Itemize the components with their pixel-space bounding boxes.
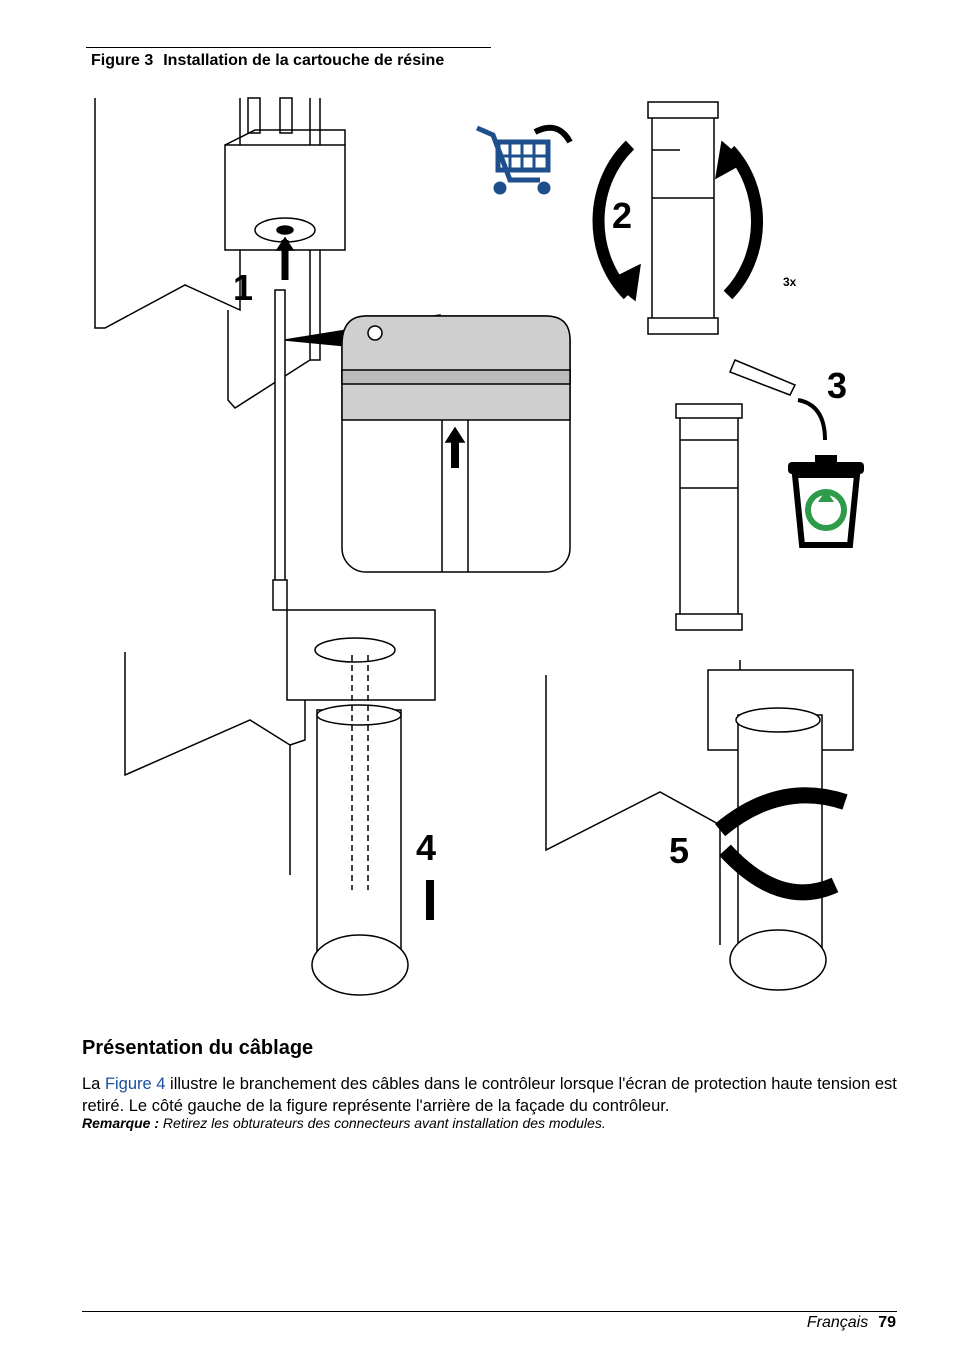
paragraph-text-end: illustre le branchement des câbles dans …	[82, 1075, 897, 1115]
step5-drawing	[545, 660, 854, 991]
body-paragraph: La Figure 4 illustre le branchement des …	[82, 1073, 902, 1117]
page-footer: Français 79	[807, 1314, 896, 1332]
recycle-icon	[805, 489, 847, 531]
footer-language: Français	[806, 1314, 869, 1331]
step2-drawing	[592, 101, 764, 335]
note: Remarque : Retirez les obturateurs des c…	[82, 1115, 606, 1131]
figure-title: Installation de la cartouche de résine	[163, 52, 445, 69]
footer-rule	[82, 1311, 897, 1312]
step-number-2: 2	[612, 195, 632, 236]
step4-drawing	[124, 609, 436, 996]
trash-can-icon	[788, 455, 864, 548]
shopping-cart-icon	[475, 125, 551, 195]
paragraph-text-start: La	[82, 1075, 105, 1093]
step-number-3: 3	[827, 365, 847, 406]
figure-top-rule	[86, 47, 491, 48]
section-heading: Présentation du câblage	[82, 1037, 314, 1059]
note-text: Retirez les obturateurs des connecteurs …	[159, 1115, 606, 1131]
arrow-icon	[533, 124, 573, 144]
figure-caption: Figure 3 Installation de la cartouche de …	[91, 52, 444, 70]
note-label: Remarque :	[82, 1115, 160, 1131]
step1-drawing	[94, 97, 571, 611]
step-number-1: 1	[233, 267, 253, 308]
step-number-5: 5	[669, 830, 689, 871]
page-number: 79	[878, 1314, 896, 1331]
installation-illustration: 1 2 3 4 5 3x	[94, 97, 864, 996]
step3-drawing	[675, 359, 827, 631]
figure-4-link[interactable]: Figure 4	[104, 1075, 166, 1093]
step-number-4: 4	[416, 827, 436, 868]
repeat-count-label: 3x	[783, 275, 797, 289]
figure-number: Figure 3	[91, 52, 154, 69]
